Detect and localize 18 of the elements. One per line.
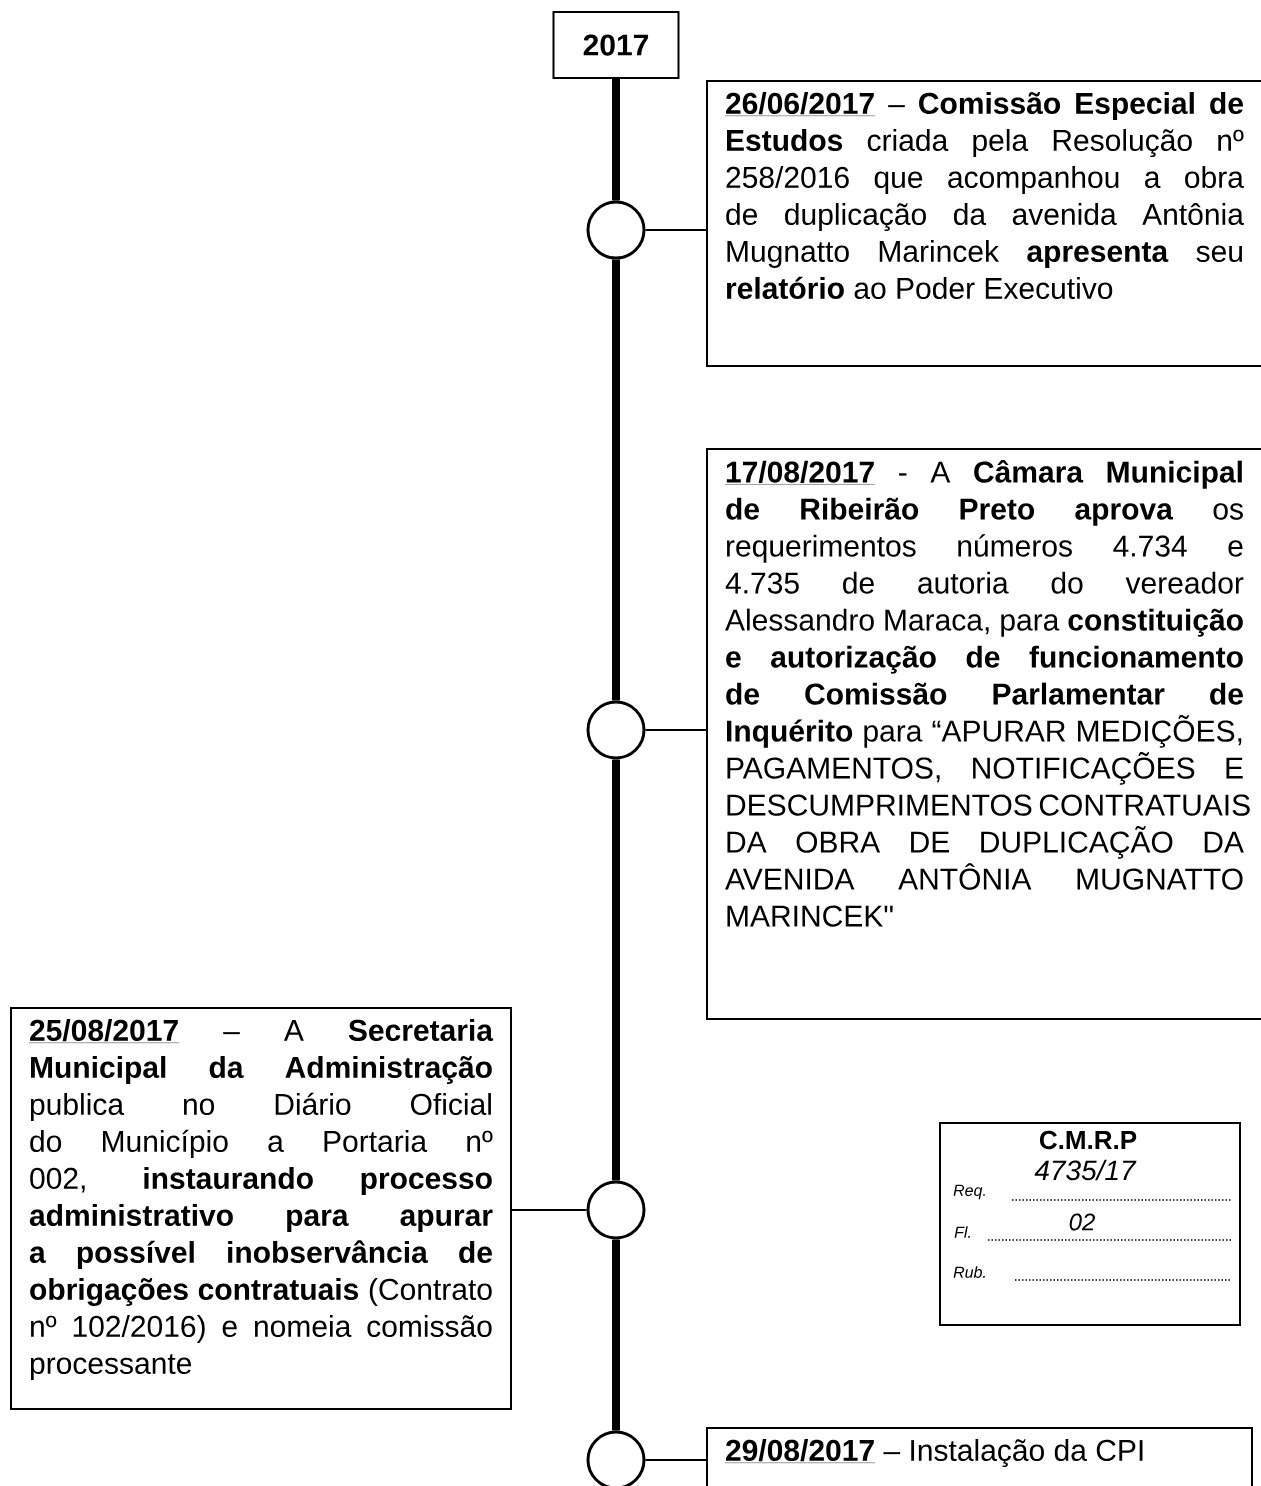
timeline-circle [586, 200, 646, 260]
connector-line [511, 1209, 588, 1211]
event-box: 26/06/2017 – Comissão Especial de Estudos criada pela Resolução nº 258/2016 que acompanhou a obra de duplicação da avenida Antônia Mugnatto Marincek apresenta seu relatório ao Poder Executivo [706, 80, 1261, 367]
connector-line [644, 1459, 707, 1461]
event-box: 29/08/2017 – Instalação da CPI [706, 1427, 1253, 1486]
year-box: 2017 [552, 11, 680, 79]
connector-line [644, 229, 707, 231]
connector-line [644, 729, 707, 731]
stamp-label: Rub. [953, 1266, 985, 1278]
handwritten-number: 4735/17 [1034, 1159, 1137, 1181]
event-box: 25/08/2017 – A Secretaria Municipal da Administração publica no Diário Oficial do Município a Portaria nº 002, instaurando processo administrativo para apurar a possível inobservância de obrigações contratuais (Contrato nº 102/2016) e nomeia comissão processante [10, 1007, 512, 1410]
stamp-label: C.M.R.P [1039, 1130, 1137, 1150]
timeline-circle [586, 700, 646, 760]
handwritten-number: 02 [1069, 1213, 1095, 1231]
event-box: 17/08/2017 - A Câmara Municipal de Ribeirão Preto aprova os requerimentos números 4.734 e 4.735 de autoria do vereador Alessandro Maraca, para constituição e autorização de funcionamento de Comissão Parlamentar de Inquérito para “APURAR MEDIÇÕES, PAGAMENTOS, NOTIFICAÇÕES E DESCUMPRIMENTOS CONTRATUAIS DA OBRA DE DUPLICAÇÃO DA AVENIDA ANTÔNIA MUGNATTO MARINCEK" [706, 448, 1261, 1020]
timeline-circle [586, 1180, 646, 1240]
stamp-label: Req. [953, 1184, 985, 1200]
stamp-label: Fl. [954, 1226, 970, 1238]
